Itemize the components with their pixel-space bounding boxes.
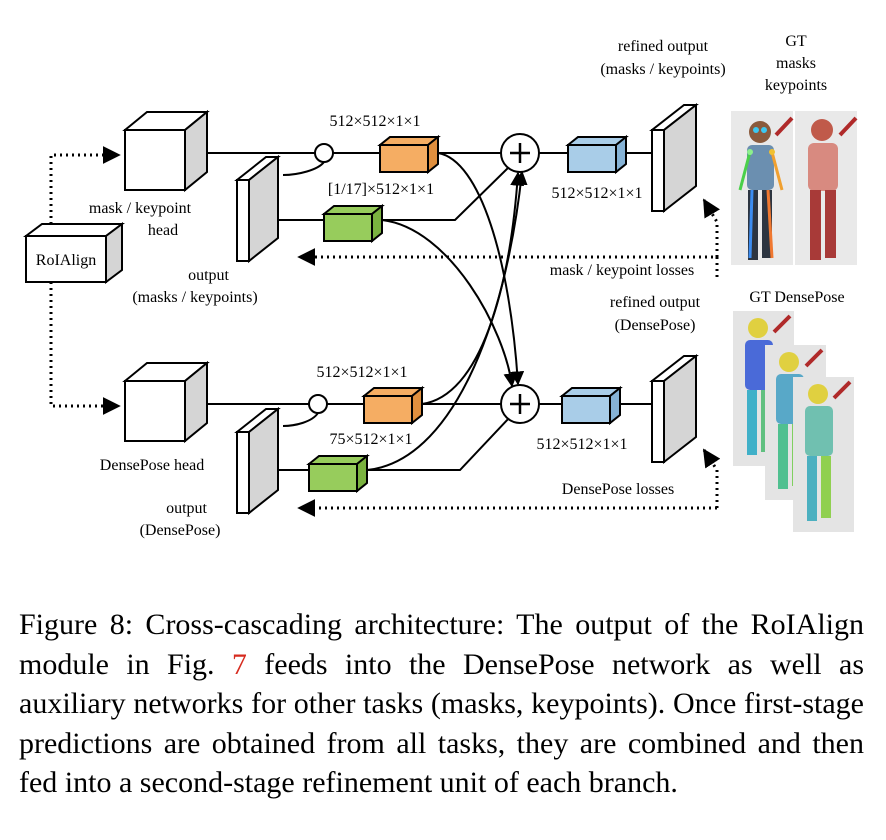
mask-orange-block xyxy=(377,134,441,175)
mask-node-to-output-line xyxy=(282,161,325,176)
dp-green-block xyxy=(306,453,370,494)
densepose-refined-loss-arrow xyxy=(702,448,721,508)
dp-orange-to-mask-plus-curve xyxy=(421,171,525,405)
mask-blue-dim-label: 512×512×1×1 xyxy=(551,185,642,202)
caption-text-prefix: Figure 8: Cross-cascading architecture: … xyxy=(19,608,864,681)
dp-output-label-2: (DensePose) xyxy=(140,522,221,539)
roialign-to-densepose-head-arrow xyxy=(49,282,121,415)
gt-masks-label-2: masks xyxy=(776,55,816,72)
mask-green-to-dp-plus-curve xyxy=(381,219,518,388)
gt-masks-image xyxy=(795,111,858,265)
mask-losses-label: mask / keypoint losses xyxy=(550,262,694,279)
dp-output-label-1: output xyxy=(166,500,207,517)
densepose-losses-label: DensePose losses xyxy=(562,481,674,498)
dp-orange-dim-label: 512×512×1×1 xyxy=(316,364,407,381)
dp-orange-block xyxy=(361,385,425,426)
mask-output-label-2: (masks / keypoints) xyxy=(132,289,257,306)
mask-refined-label-1: refined output xyxy=(618,38,709,55)
densepose-head-block xyxy=(122,360,210,444)
gt-keypoints-image xyxy=(731,111,794,265)
mask-refined-label-2: (masks / keypoints) xyxy=(600,61,725,78)
gt-masks-label-1: GT xyxy=(785,33,807,50)
cross-cascading-diagram: RoIAlign mask / keypoint head DensePose … xyxy=(23,33,858,539)
dp-split-node xyxy=(308,394,328,414)
dp-refined-label-2: (DensePose) xyxy=(615,317,696,334)
dp-green-to-plus-line xyxy=(367,417,510,471)
gt-densepose-label: GT DensePose xyxy=(749,289,844,306)
dp-refined-label-1: refined output xyxy=(610,294,701,311)
gt-masks-label-3: keypoints xyxy=(765,77,827,94)
mask-refined-output-plane xyxy=(649,102,699,214)
mask-split-node xyxy=(314,143,334,163)
mask-green-to-plus-line xyxy=(382,166,510,221)
gt-densepose-images xyxy=(733,311,854,532)
densepose-output-plane xyxy=(234,406,281,516)
roialign-block: RoIAlign xyxy=(23,222,125,284)
mask-sum-node xyxy=(500,133,540,173)
architecture-figure: RoIAlign mask / keypoint head DensePose … xyxy=(23,33,858,539)
dp-sum-node xyxy=(500,384,540,424)
mask-head-label-2: head xyxy=(148,222,178,239)
mask-orange-dim-label: 512×512×1×1 xyxy=(329,113,420,130)
dp-node-to-output-line xyxy=(282,412,319,427)
mask-output-label-1: output xyxy=(188,267,229,284)
mask-green-dim-label: [1/17]×512×1×1 xyxy=(328,181,434,198)
mask-output-plane xyxy=(234,154,281,264)
mask-head-label-1: mask / keypoint xyxy=(89,200,192,217)
mask-keypoint-head-block xyxy=(122,109,210,193)
dp-refined-output-plane xyxy=(649,353,699,465)
caption-text-suffix: feeds into the DensePose network as well… xyxy=(19,647,864,800)
mask-blue-block xyxy=(565,134,629,175)
roialign-label: RoIAlign xyxy=(36,252,96,269)
mask-orange-to-dp-plus-curve xyxy=(437,152,525,386)
densepose-head-label: DensePose head xyxy=(100,457,204,474)
dp-green-to-mask-plus-curve xyxy=(366,170,528,471)
figure-caption: Figure 8: Cross-cascading architecture: … xyxy=(19,605,864,803)
roialign-to-mask-head-arrow xyxy=(49,146,121,236)
mask-green-block xyxy=(321,203,385,244)
dp-green-dim-label: 75×512×1×1 xyxy=(329,431,412,448)
dp-blue-block xyxy=(559,385,623,426)
figure-reference-link[interactable]: 7 xyxy=(231,647,247,681)
dp-blue-dim-label: 512×512×1×1 xyxy=(536,436,627,453)
mask-refined-loss-arrow xyxy=(702,198,720,257)
